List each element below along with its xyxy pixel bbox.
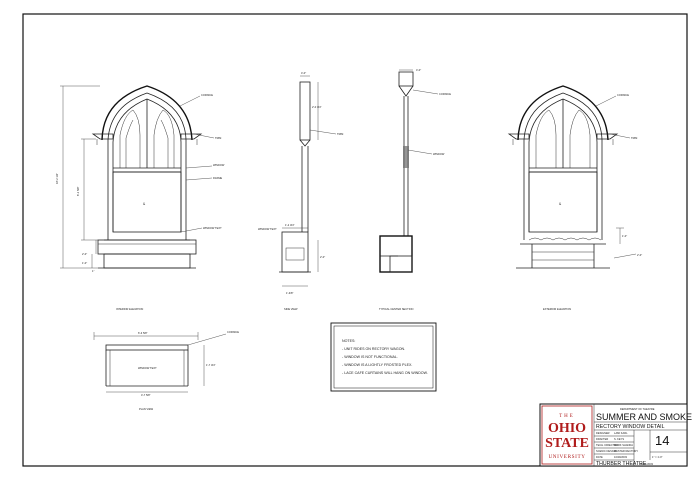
note-item-1: - UNIT RIDES ON RECTORY WAGON. xyxy=(342,347,405,351)
interior-trim-label: TRIM xyxy=(215,136,221,140)
interior-frame-label: FRAME xyxy=(213,176,222,180)
plan-window-text-label: WINDOW TEXT xyxy=(138,366,157,370)
logo-the: THE xyxy=(559,414,575,419)
logo-university: UNIVERSITY xyxy=(548,454,585,460)
interior-elevation: CORNICE TRIM WINDOW FRAME WINDOW TEXT & … xyxy=(55,85,225,311)
sheet-border xyxy=(22,13,688,467)
plan-view: 6'-3 5/8" CORNICE WINDOW TEXT 1'-7 3/4" … xyxy=(93,330,239,411)
tb-row-6-val: 10/31/2003 xyxy=(640,462,654,466)
tb-row-3-key: TECH. DIRECTOR xyxy=(596,443,618,447)
logo-state: STATE xyxy=(545,436,589,451)
logo-ohio: OHIO xyxy=(548,421,586,436)
title-block: THE OHIO STATE UNIVERSITY DEPARTMENT OF … xyxy=(539,403,692,467)
tb-row-2-val: S. KEYS xyxy=(614,437,624,441)
show-title: SUMMER AND SMOKE xyxy=(596,412,692,422)
exterior-dim-a: 1'-0" xyxy=(622,234,627,238)
note-item-3: - WINDOW IS A LIGHTLY FROSTED PLEX. xyxy=(342,363,412,367)
side-window-text-label: WINDOW TEXT xyxy=(258,227,277,231)
side-view: 4'-0" 2'-0 3/4" TRIM WINDOW TEXT 1'-2 3/… xyxy=(258,71,343,311)
exterior-elevation: CORNICE TRIM & 1'-0" 2'-0" EXTERIOR ELEV… xyxy=(507,85,642,311)
tb-row-5-val: 10/29/2003 xyxy=(614,455,628,459)
section-cornice-label: CORNICE xyxy=(439,92,451,96)
tb-row-1-key: DESIGNER xyxy=(596,431,610,435)
ohio-state-logo: THE OHIO STATE UNIVERSITY xyxy=(545,414,589,460)
tb-row-1-val: LAMI KARL xyxy=(614,431,628,435)
interior-window-text-label: WINDOW TEXT xyxy=(203,226,222,230)
section-top-dim: 4'-0" xyxy=(416,68,421,72)
side-view-title: SIDE VIEW xyxy=(284,307,298,311)
plan-width-dim: 6'-3 5/8" xyxy=(138,331,148,335)
tb-row-2-key: DRAFTER xyxy=(596,437,608,441)
theatre-name: THURBER THEATRE xyxy=(596,461,647,467)
interior-sill-dim: 2'-0" xyxy=(82,252,87,256)
interior-base-dim: 1'-0" xyxy=(82,261,87,265)
notes-heading: NOTES: xyxy=(342,339,355,343)
side-base-dim: 2'-0" xyxy=(320,255,325,259)
section-title: TYPICAL CENTER SECTION xyxy=(379,307,413,311)
drawing-title: RECTORY WINDOW DETAIL xyxy=(596,424,665,430)
interior-window-height-dim: 6'-1 5/8" xyxy=(76,186,80,196)
exterior-trim-label: TRIM xyxy=(631,136,637,140)
tb-row-4-val: MASTER RECTORY xyxy=(614,449,638,453)
exterior-cornice-label: CORNICE xyxy=(617,93,629,97)
plan-depth-dim: 1'-7 3/4" xyxy=(206,363,216,367)
side-trim-label: TRIM xyxy=(337,132,343,136)
interior-cornice-label: CORNICE xyxy=(201,93,213,97)
tb-row-4-key: SCENIC DESIGN xyxy=(596,449,617,453)
plan-inner-dim: 4'-7 5/8" xyxy=(141,393,151,397)
exterior-center-mark: & xyxy=(559,202,562,206)
notes-box: NOTES: - UNIT RIDES ON RECTORY WAGON. - … xyxy=(330,322,437,392)
department-label: DEPARTMENT OF THEATRE xyxy=(620,407,655,411)
interior-center-mark: & xyxy=(143,202,146,206)
scale-label: 1" = 1'-0" xyxy=(652,455,663,459)
side-bottom-dim: 1'-3/8" xyxy=(286,291,293,295)
tb-row-3-val: MARK SHANDA xyxy=(614,443,633,447)
interior-elevation-title: INTERIOR ELEVATION xyxy=(116,307,143,311)
side-upper-dim: 2'-0 3/4" xyxy=(312,105,322,109)
section-window-label: WINDOW xyxy=(433,152,445,156)
note-item-4: - LACE CAFE CURTAINS WILL HANG ON WINDOW… xyxy=(342,371,428,375)
plan-cornice-label: CORNICE xyxy=(227,330,239,334)
note-item-2: - WINDOW IS NOT FUNCTIONAL. xyxy=(342,355,398,359)
tb-row-5-key: DATE xyxy=(596,455,603,459)
interior-window-label: WINDOW xyxy=(213,163,225,167)
center-section: 4'-0" CORNICE WINDOW TYPICAL CENTER SECT… xyxy=(379,68,451,311)
interior-small-dim: 1" xyxy=(92,269,94,273)
side-depth-dim: 1'-2 3/4" xyxy=(285,223,295,227)
interior-height-dim: 18'-2 1/4" xyxy=(55,173,59,184)
exterior-dim-b: 2'-0" xyxy=(637,253,642,257)
side-top-dim: 4'-0" xyxy=(301,71,306,75)
exterior-elevation-title: EXTERIOR ELEVATION xyxy=(543,307,571,311)
plan-view-title: PLAN VIEW xyxy=(139,407,154,411)
sheet-number: 14 xyxy=(655,433,669,448)
